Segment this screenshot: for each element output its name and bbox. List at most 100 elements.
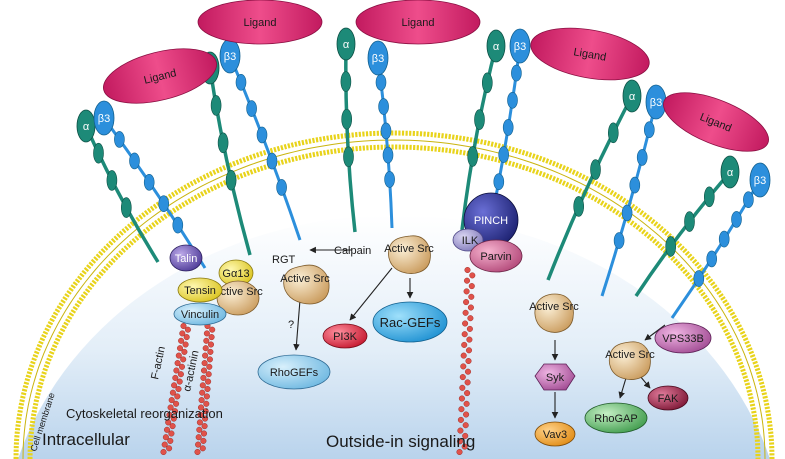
intracellular-label: Intracellular	[42, 430, 130, 449]
actin-bead	[169, 423, 176, 430]
actin-bead	[176, 378, 183, 385]
calpain-label: Calpain	[334, 245, 371, 257]
actin-bead	[207, 341, 214, 348]
actin-bead	[203, 330, 210, 337]
alpha-domain-1-3	[121, 197, 132, 218]
beta-domain-1-2	[129, 152, 140, 170]
actin-bead	[203, 400, 210, 407]
ligand-4	[530, 27, 650, 81]
alpha-domain-3-3	[343, 146, 354, 168]
actin-bead	[468, 283, 475, 290]
alpha-domain-4-1	[481, 72, 493, 94]
actin-bead	[174, 393, 181, 400]
actin-bead	[206, 356, 213, 363]
alpha-stalk-6	[634, 170, 732, 297]
actin-bead	[197, 411, 204, 418]
actin-bead	[178, 363, 185, 370]
actin-bead	[457, 427, 464, 434]
alpha-domain-2-1	[210, 95, 222, 116]
beta-domain-2-3	[256, 126, 268, 144]
beta-domain-3-4	[382, 146, 394, 164]
actin-bead	[166, 411, 173, 418]
pinch-label: PINCH	[474, 215, 508, 227]
syk-label: Syk	[546, 372, 565, 384]
alpha-stalk-2	[208, 67, 252, 256]
beta-domain-4-4	[498, 146, 510, 163]
beta-domain-5-4	[621, 204, 633, 222]
beta-label-5: β3	[650, 97, 662, 109]
actin-bead	[466, 325, 473, 332]
actin-bead	[173, 367, 180, 374]
alpha-head-3	[336, 27, 356, 61]
alpha-label-4: α	[493, 41, 500, 53]
alpha-head-6	[720, 155, 740, 189]
beta-domain-3-3	[380, 122, 392, 140]
integrin-receptors: αβ3αβ3αβ3αβ3αβ3αβ3LigandLigandLigandLiga…	[76, 0, 771, 319]
actin-bead	[202, 345, 209, 352]
actin-bead	[458, 395, 465, 402]
arrow-src-rhogap	[618, 377, 627, 399]
pi3k-label: PI3K	[333, 331, 358, 343]
cell-membrane	[13, 130, 775, 459]
alpha-domain-1-2	[106, 170, 118, 191]
beta-domain-3-5	[384, 171, 395, 188]
syk-node	[534, 363, 576, 391]
actin-bead	[176, 345, 183, 352]
actin-bead	[459, 384, 466, 391]
alpha-domain-3-2	[341, 108, 353, 130]
actin-bead	[171, 408, 178, 415]
alpha-stalk-5	[546, 95, 634, 281]
beta-domain-3-1	[375, 74, 387, 91]
actin-bead	[208, 334, 215, 341]
beta-domain-2-2	[246, 100, 257, 117]
ligand-2	[197, 0, 323, 45]
alpha-domain-2-3	[225, 169, 237, 191]
beta-head-3	[367, 40, 389, 76]
rac-cluster: Active Src PI3K Rac-GEFs	[322, 235, 448, 349]
actin-bead	[201, 423, 208, 430]
actin-bead	[462, 309, 469, 316]
actin-bead	[466, 336, 473, 343]
actin-bead	[464, 390, 471, 397]
beta-label-4: β3	[514, 41, 526, 53]
beta-domain-6-3	[718, 230, 730, 248]
beta-label-6: β3	[754, 175, 766, 187]
actin-bead	[199, 389, 206, 396]
unknown-link-label: ?	[288, 319, 294, 331]
actin-bead	[172, 374, 179, 381]
beta-head-4	[509, 28, 531, 64]
vav3-label: Vav3	[543, 429, 567, 441]
alpha-domain-6-3	[665, 236, 677, 257]
beta-domain-1-1	[114, 131, 125, 148]
rhogap-label: RhoGAP	[594, 413, 637, 425]
actin-bead	[178, 337, 185, 344]
alpha-domain-3-1	[340, 71, 352, 92]
actin-bead	[200, 430, 207, 437]
beta-label-3: β3	[372, 53, 384, 65]
beta-domain-6-4	[706, 250, 718, 268]
alpha-label-6: α	[727, 167, 734, 179]
beta-domain-6-5	[693, 270, 705, 287]
beta-domain-4-5	[493, 173, 505, 190]
actin-bead	[465, 368, 472, 375]
actin-bead	[457, 416, 464, 423]
beta-domain-4-3	[502, 119, 514, 136]
actin-bead	[170, 415, 177, 422]
beta-domain-6-1	[743, 191, 754, 208]
actin-bead	[175, 352, 182, 359]
actin-bead	[174, 360, 181, 367]
actin-bead	[466, 347, 473, 354]
actin-bead	[199, 445, 206, 452]
actin-bead	[166, 445, 173, 452]
vav3-node	[534, 421, 576, 447]
actin-bead	[203, 337, 210, 344]
actin-bead	[196, 426, 203, 433]
active-src-node-4	[534, 293, 574, 333]
arrow-vps33b-src	[644, 324, 666, 341]
beta-label-2: β3	[224, 51, 236, 63]
actin-bead	[203, 393, 210, 400]
actin-bead	[460, 363, 467, 370]
actin-bead	[459, 374, 466, 381]
ligand-label-3: Ligand	[401, 17, 434, 29]
